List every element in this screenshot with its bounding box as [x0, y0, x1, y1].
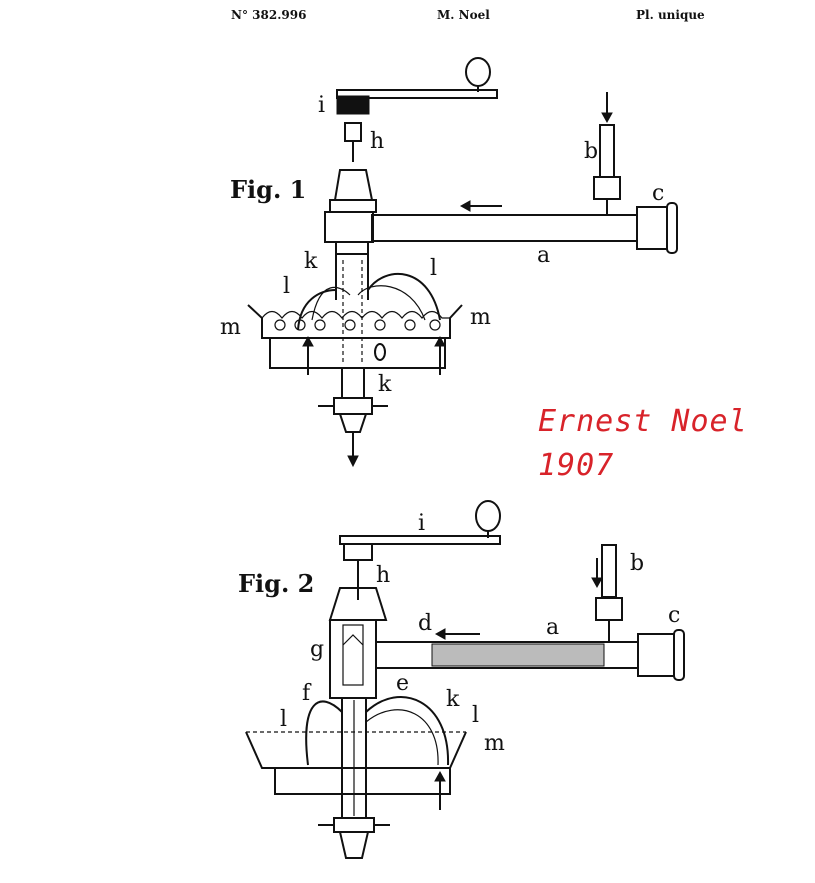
tube-a [371, 214, 638, 242]
label-g: g [310, 637, 324, 662]
label-a: a [537, 243, 550, 268]
label-m-2: m [484, 731, 505, 756]
label-l-left: l [283, 274, 290, 299]
figure-2-drawing [245, 500, 685, 859]
burner-arm-right [367, 272, 441, 321]
label-f: f [302, 681, 312, 706]
valve-body [324, 211, 374, 243]
fitting-c [636, 206, 668, 250]
inventor-name: M. Noel [437, 8, 490, 22]
label-b: b [584, 139, 598, 164]
burner-arm-right-2 [365, 696, 450, 766]
label-l-right-2: l [472, 703, 479, 728]
label-b-2: b [630, 551, 644, 576]
pipe-b [599, 124, 615, 178]
figure-1-drawing [247, 57, 678, 468]
label-i-2: i [418, 511, 425, 536]
label-l-right: l [430, 256, 437, 281]
crank-arm [336, 89, 498, 99]
crank-arm-2 [339, 535, 501, 545]
burner-base [269, 337, 446, 369]
fitting-c-2 [637, 633, 675, 677]
figure-2-title: Fig. 2 [238, 569, 314, 598]
valve-body-2 [329, 619, 377, 699]
label-m-left: m [220, 315, 241, 340]
plate-label: Pl. unique [636, 8, 705, 22]
figure-1-title: Fig. 1 [230, 175, 306, 204]
burner-arm-left [297, 289, 337, 331]
label-m-right: m [470, 305, 491, 330]
pipe-b-2 [601, 544, 617, 598]
crank-knob-2 [475, 500, 501, 532]
burner-arm-left-2 [305, 700, 343, 766]
crown-m [247, 304, 463, 339]
label-k-2: k [446, 687, 460, 712]
filling-a [431, 643, 605, 667]
label-e: e [396, 671, 409, 696]
cup-m [245, 731, 467, 769]
label-c: c [652, 181, 664, 206]
valve-cap [333, 169, 374, 201]
label-k-bottom: k [378, 372, 392, 397]
label-h: h [370, 129, 384, 154]
signature-name: Ernest Noel [538, 404, 748, 439]
label-l-left-2: l [280, 707, 287, 732]
label-c-2: c [668, 603, 680, 628]
label-i: i [318, 93, 325, 118]
nut-i [336, 95, 370, 115]
crank-knob [465, 57, 491, 87]
label-h-2: h [376, 563, 390, 588]
label-a-2: a [546, 615, 559, 640]
signature-year: 1907 [538, 448, 615, 483]
label-k-top: k [304, 249, 318, 274]
label-d: d [418, 611, 432, 636]
screw-head-h [344, 122, 362, 142]
burner-base-2 [274, 767, 451, 795]
patent-number: N° 382.996 [231, 8, 307, 22]
